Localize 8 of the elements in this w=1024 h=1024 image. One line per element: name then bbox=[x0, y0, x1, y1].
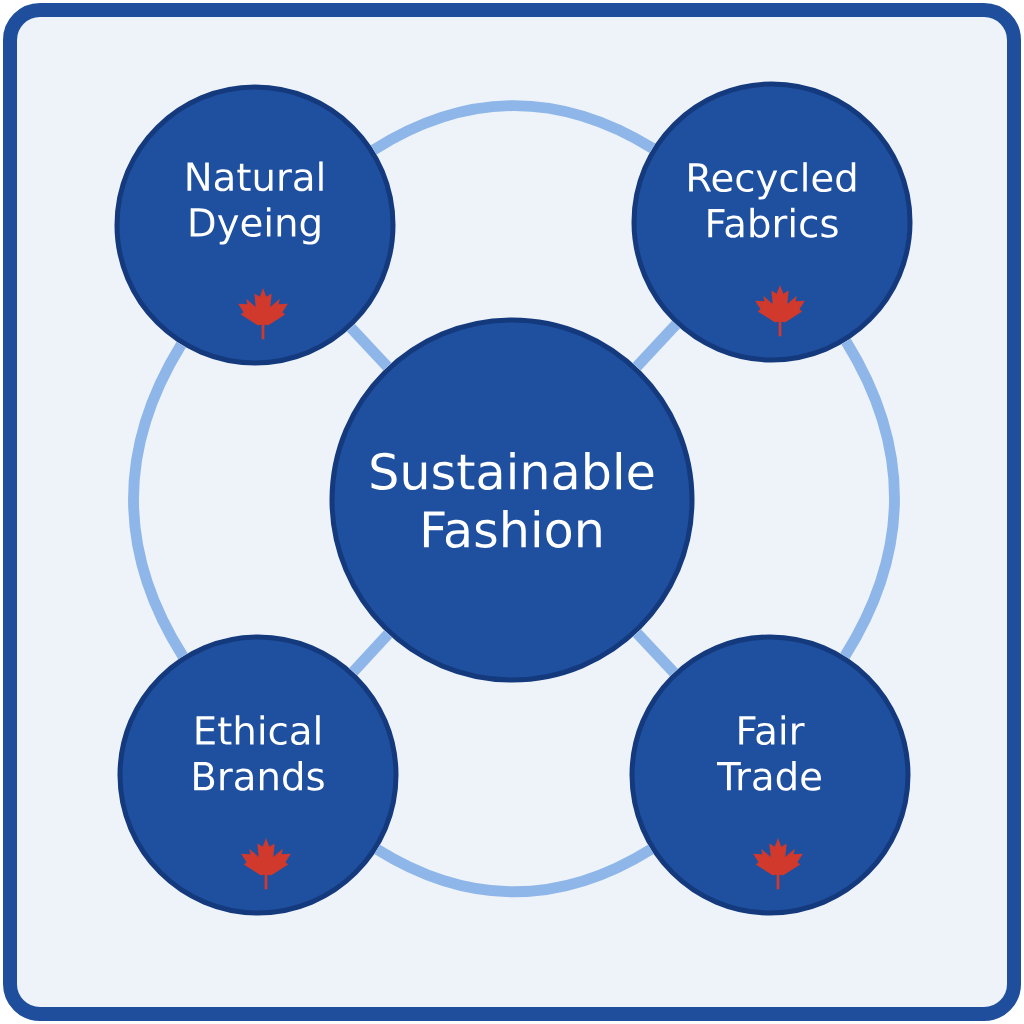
connector-line bbox=[349, 630, 393, 676]
connector-line bbox=[632, 320, 681, 371]
connector-line bbox=[632, 629, 678, 677]
connector-line bbox=[840, 338, 900, 659]
connector-line bbox=[374, 844, 654, 898]
connector-line bbox=[370, 100, 656, 155]
connector-line bbox=[346, 323, 392, 371]
connector-line bbox=[128, 341, 188, 660]
